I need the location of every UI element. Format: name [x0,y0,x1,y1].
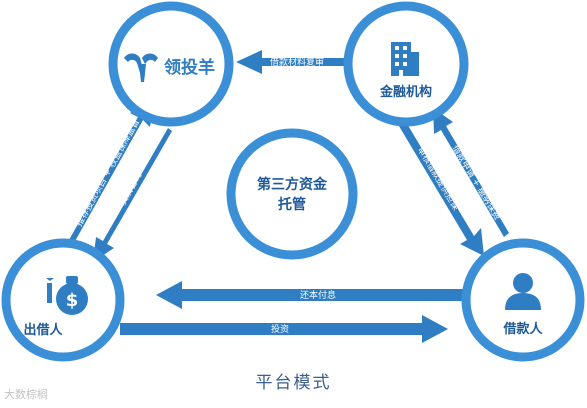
arrow-invest [120,315,448,343]
platform-label: 领投羊 [164,57,215,78]
person-icon [505,273,541,310]
center-label-line2: 托管 [278,196,306,213]
label-repay: 还本付息 [300,289,336,301]
node-ring-layer [1,1,585,362]
svg-text:$: $ [66,290,79,311]
watermark: 大数棕榈 [4,388,48,401]
lender-label: 出借人 [23,322,63,338]
arrow-audit [393,112,484,256]
arrow-review [236,50,350,74]
node-label-layer: 领投羊 金融机构 第三方资金 托管 出借人 借款人 [23,57,543,338]
node-platform [108,1,234,127]
building-icon [391,42,419,76]
borrower-label: 借款人 [502,321,543,337]
arrow-consult [93,128,172,262]
arrow-apply [433,108,509,237]
arrow-layer [69,50,509,343]
ram-logo-icon [124,53,158,82]
institution-label: 金融机构 [379,84,432,100]
diagram-caption: 平台模式 [255,373,332,393]
arrow-repay [156,281,470,309]
node-center [226,128,358,260]
center-label-line1: 第三方资金 [257,176,328,193]
arrow-recommend [69,100,154,243]
label-review: 借款材料复审 [270,56,324,68]
money-bag-icon: $ [46,276,88,315]
label-recommend: 推荐投资项目 + 权益保障监督 [73,117,142,229]
label-invest: 投资 [271,323,289,335]
